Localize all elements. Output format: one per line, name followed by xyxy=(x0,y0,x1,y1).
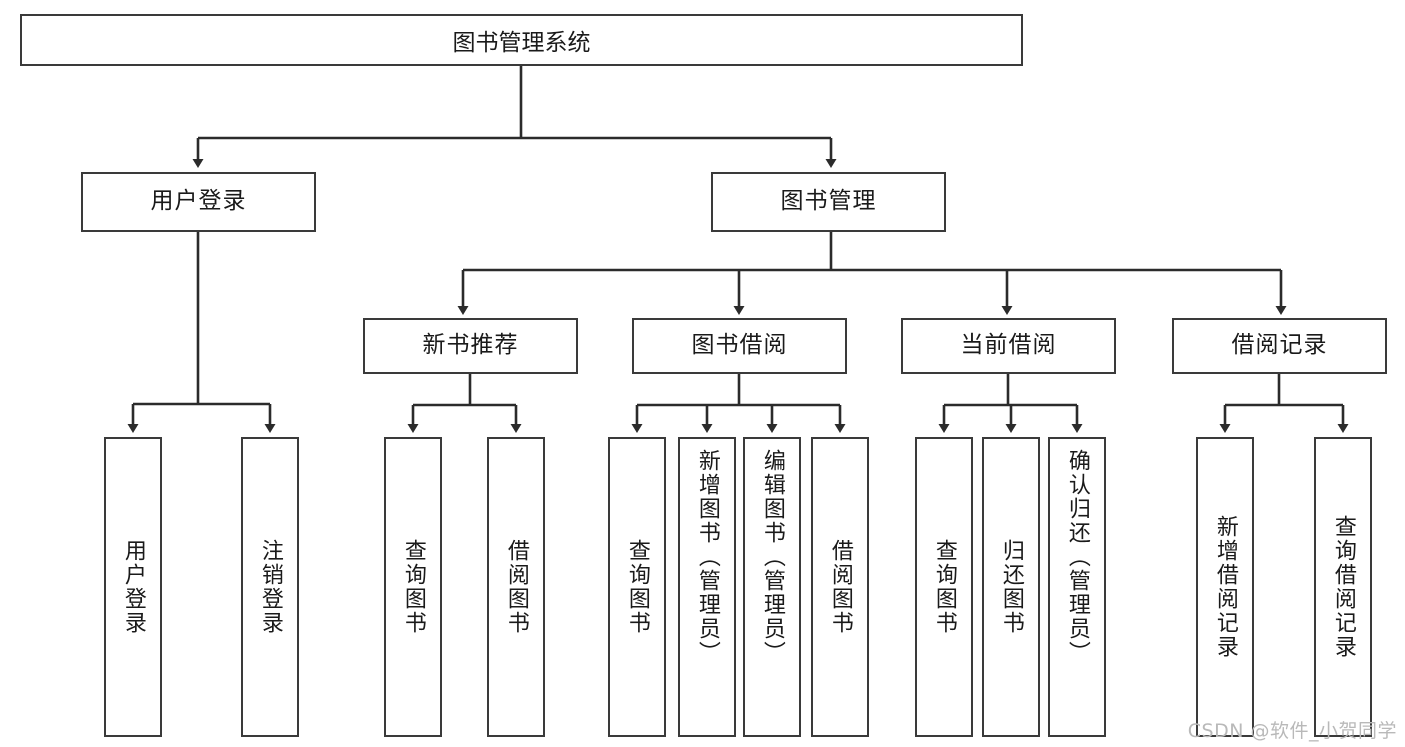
leaf-query-book-2[interactable]: 查询图书 xyxy=(608,437,666,737)
leaf-add-record[interactable]: 新增借阅记录 xyxy=(1196,437,1254,737)
node-label: 当前借阅 xyxy=(960,332,1057,359)
leaf-query-record[interactable]: 查询借阅记录 xyxy=(1314,437,1372,737)
leaf-label: 借阅图书 xyxy=(503,539,529,635)
leaf-label: 查询借阅记录 xyxy=(1330,515,1356,659)
node-new-book-recommend[interactable]: 新书推荐 xyxy=(363,318,578,374)
leaf-label: 用户登录 xyxy=(120,539,146,635)
node-label: 图书管理系统 xyxy=(452,30,591,56)
leaf-label: 编辑图书（管理员） xyxy=(759,449,785,665)
node-book-manage[interactable]: 图书管理 xyxy=(711,172,946,232)
leaf-label: 新增借阅记录 xyxy=(1212,515,1238,659)
csdn-watermark: CSDN @软件_小贺同学 xyxy=(1187,720,1397,742)
leaf-user-login[interactable]: 用户登录 xyxy=(104,437,162,737)
leaf-label: 查询图书 xyxy=(931,539,957,635)
leaf-logout-login[interactable]: 注销登录 xyxy=(241,437,299,737)
node-label: 图书管理 xyxy=(780,188,877,215)
leaf-query-book-3[interactable]: 查询图书 xyxy=(915,437,973,737)
leaf-label: 查询图书 xyxy=(624,539,650,635)
leaf-borrow-book-2[interactable]: 借阅图书 xyxy=(811,437,869,737)
node-label: 新书推荐 xyxy=(422,332,519,359)
node-user-login[interactable]: 用户登录 xyxy=(81,172,316,232)
node-label: 用户登录 xyxy=(150,188,247,215)
node-current-borrow[interactable]: 当前借阅 xyxy=(901,318,1116,374)
node-book-borrow[interactable]: 图书借阅 xyxy=(632,318,847,374)
leaf-label: 借阅图书 xyxy=(827,539,853,635)
node-label: 图书借阅 xyxy=(691,332,788,359)
node-label: 借阅记录 xyxy=(1231,332,1328,359)
leaf-borrow-book-1[interactable]: 借阅图书 xyxy=(487,437,545,737)
leaf-label: 归还图书 xyxy=(998,539,1024,635)
leaf-edit-book[interactable]: 编辑图书（管理员） xyxy=(743,437,801,737)
leaf-return-book[interactable]: 归还图书 xyxy=(982,437,1040,737)
node-borrow-record[interactable]: 借阅记录 xyxy=(1172,318,1387,374)
leaf-label: 查询图书 xyxy=(400,539,426,635)
leaf-label: 新增图书（管理员） xyxy=(694,449,720,665)
leaf-confirm-return[interactable]: 确认归还（管理员） xyxy=(1048,437,1106,737)
leaf-label: 确认归还（管理员） xyxy=(1064,449,1090,665)
leaf-add-book[interactable]: 新增图书（管理员） xyxy=(678,437,736,737)
node-root-system[interactable]: 图书管理系统 xyxy=(20,14,1023,66)
leaf-query-book-1[interactable]: 查询图书 xyxy=(384,437,442,737)
leaf-label: 注销登录 xyxy=(257,539,283,635)
